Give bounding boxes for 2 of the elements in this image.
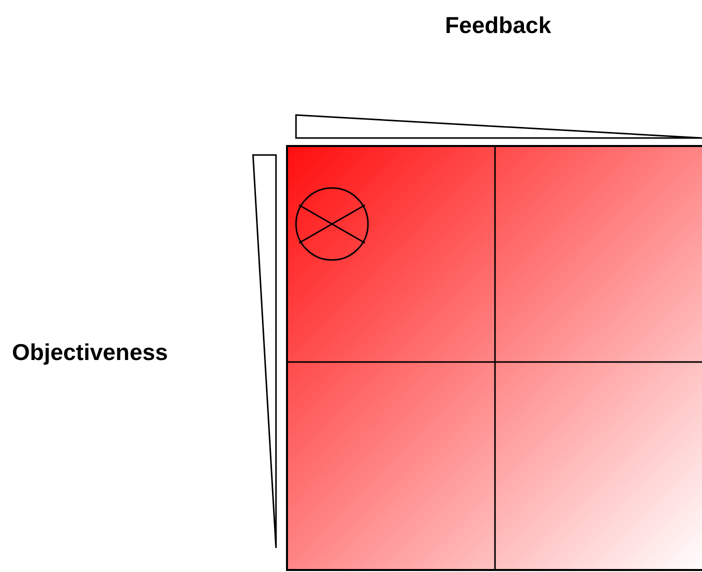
axis-title: Feedback xyxy=(445,14,552,37)
axis-title: Objectiveness xyxy=(12,341,168,364)
